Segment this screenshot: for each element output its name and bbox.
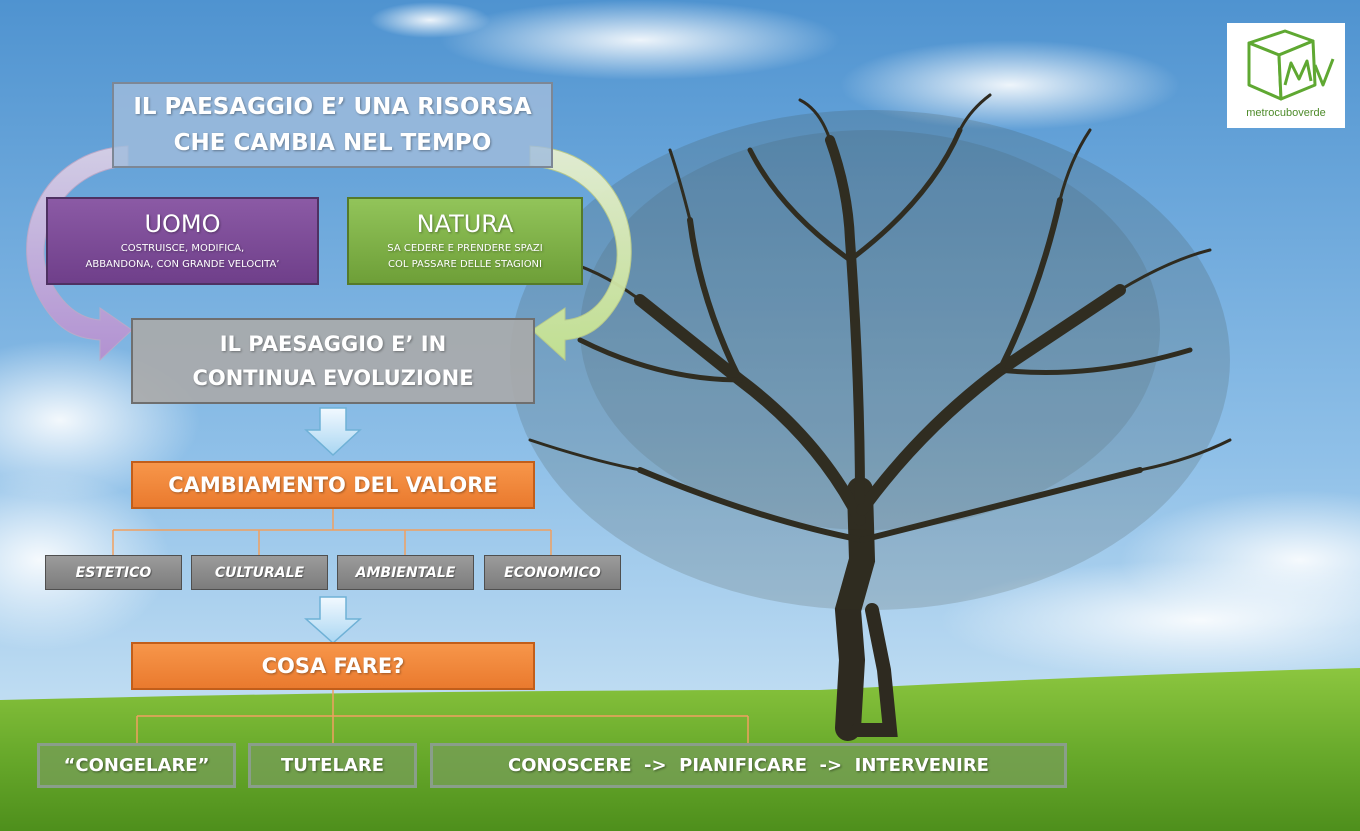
value-culturale: CULTURALE bbox=[191, 555, 328, 590]
value-change-box: CAMBIAMENTO DEL VALORE bbox=[131, 461, 535, 509]
curved-arrow-right bbox=[529, 145, 632, 362]
uomo-box: UOMO COSTRUISCE, MODIFICA, ABBANDONA, CO… bbox=[46, 197, 319, 285]
cube-logo-icon bbox=[1247, 29, 1335, 101]
top-box-line2: CHE CAMBIA NEL TEMPO bbox=[173, 130, 492, 156]
top-box-line1: IL PAESAGGIO E’ UNA RISORSA bbox=[133, 94, 532, 120]
tree-canopy bbox=[510, 110, 1230, 610]
value-ambientale: AMBIENTALE bbox=[337, 555, 474, 590]
natura-box: NATURA SA CEDERE E PRENDERE SPAZI COL PA… bbox=[347, 197, 583, 285]
logo-text: metrocuboverde bbox=[1246, 107, 1326, 119]
natura-title: NATURA bbox=[416, 210, 514, 238]
down-arrow-1 bbox=[304, 407, 362, 457]
action-conoscere-pianificare-intervenire: CONOSCERE -> PIANIFICARE -> INTERVENIRE bbox=[430, 743, 1067, 788]
uomo-line2: ABBANDONA, CON GRANDE VELOCITA’ bbox=[85, 259, 280, 270]
uomo-line1: COSTRUISCE, MODIFICA, bbox=[120, 243, 245, 254]
connector-lines-actions bbox=[136, 690, 749, 743]
landscape-resource-box: IL PAESAGGIO E’ UNA RISORSA CHE CAMBIA N… bbox=[112, 82, 553, 168]
natura-line2: COL PASSARE DELLE STAGIONI bbox=[387, 259, 542, 270]
metrocuboverde-logo: metrocuboverde bbox=[1227, 23, 1345, 128]
clouds bbox=[0, 0, 1360, 680]
action-tutelare: TUTELARE bbox=[248, 743, 417, 788]
natura-description: SA CEDERE E PRENDERE SPAZI COL PASSARE D… bbox=[387, 241, 542, 273]
what-to-do-label: COSA FARE? bbox=[261, 654, 405, 678]
natura-line1: SA CEDERE E PRENDERE SPAZI bbox=[387, 243, 543, 254]
what-to-do-box: COSA FARE? bbox=[131, 642, 535, 690]
uomo-title: UOMO bbox=[144, 210, 221, 238]
evolution-line1: IL PAESAGGIO E’ IN bbox=[219, 332, 447, 356]
continuous-evolution-box: IL PAESAGGIO E’ IN CONTINUA EVOLUZIONE bbox=[131, 318, 535, 404]
value-estetico: ESTETICO bbox=[45, 555, 182, 590]
action-congelare: “CONGELARE” bbox=[37, 743, 236, 788]
uomo-description: COSTRUISCE, MODIFICA, ABBANDONA, CON GRA… bbox=[86, 241, 280, 273]
down-arrow-2 bbox=[304, 596, 362, 645]
tree bbox=[528, 93, 1232, 741]
value-change-label: CAMBIAMENTO DEL VALORE bbox=[168, 473, 498, 497]
evolution-line2: CONTINUA EVOLUZIONE bbox=[192, 366, 474, 390]
connector-lines-values bbox=[112, 509, 552, 555]
value-economico: ECONOMICO bbox=[484, 555, 621, 590]
